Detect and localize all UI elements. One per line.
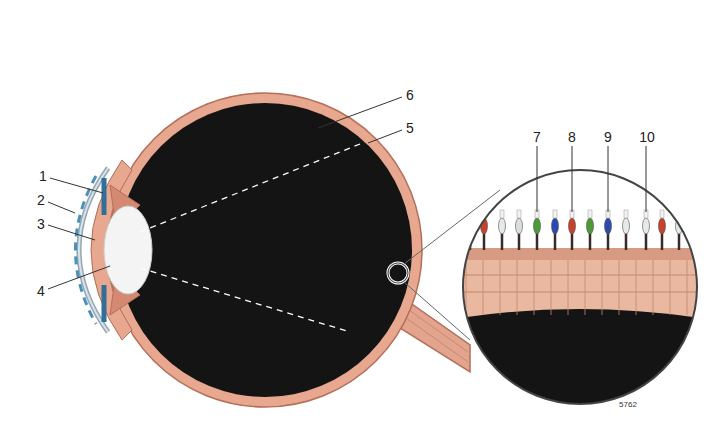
retina-layer-line bbox=[619, 260, 620, 315]
callout-number: 3 bbox=[37, 217, 45, 231]
magnified-spot bbox=[388, 263, 408, 283]
photoreceptor bbox=[569, 218, 576, 234]
magnified-spot bbox=[388, 263, 408, 283]
sclera bbox=[108, 93, 422, 407]
retina-layer-line bbox=[500, 260, 501, 315]
retina-detail bbox=[460, 165, 700, 415]
callout-number: 9 bbox=[604, 130, 612, 144]
retina-layer-line bbox=[534, 260, 535, 315]
photoreceptor bbox=[516, 218, 523, 234]
retina-layer-line bbox=[517, 260, 518, 315]
outer-segment bbox=[517, 210, 521, 218]
callout-number: 2 bbox=[37, 193, 45, 207]
callout-number: 7 bbox=[533, 130, 541, 144]
photoreceptor bbox=[467, 218, 474, 234]
outer-segment bbox=[588, 210, 592, 218]
photoreceptor bbox=[623, 218, 630, 234]
outer-segment bbox=[677, 210, 681, 218]
photoreceptor bbox=[605, 218, 612, 234]
retina-layer-line bbox=[568, 260, 569, 315]
cell-stalk bbox=[693, 228, 696, 250]
callout-number: 1 bbox=[39, 169, 47, 183]
outer-segment bbox=[500, 210, 504, 218]
photoreceptor bbox=[691, 218, 698, 234]
callout-number: 8 bbox=[568, 130, 576, 144]
outer-segment bbox=[553, 210, 557, 218]
leader-lines bbox=[48, 97, 646, 289]
vitreous-body bbox=[118, 103, 412, 397]
outer-segment bbox=[624, 210, 628, 218]
figure-number: 5762 bbox=[619, 401, 637, 409]
lens bbox=[104, 206, 152, 294]
callout-number: 4 bbox=[37, 284, 45, 298]
retina-layer-line bbox=[687, 260, 688, 315]
photoreceptor bbox=[499, 218, 506, 234]
retina-layer-line bbox=[483, 260, 484, 315]
callout-number: 10 bbox=[639, 130, 655, 144]
light-ray bbox=[140, 142, 365, 332]
retina-layer-line bbox=[653, 260, 654, 315]
outer-segment bbox=[692, 210, 696, 218]
retina-layer-line bbox=[602, 260, 603, 315]
retina-layer-line bbox=[551, 260, 552, 315]
outer-segment bbox=[468, 210, 472, 218]
retina-layer-line bbox=[585, 260, 586, 315]
photoreceptor bbox=[552, 218, 559, 234]
retina-layer-line bbox=[636, 260, 637, 315]
anterior-chamber bbox=[76, 176, 97, 324]
photoreceptor bbox=[659, 218, 666, 234]
retina-layer-line bbox=[670, 260, 671, 315]
photoreceptor bbox=[643, 218, 650, 234]
photoreceptor bbox=[534, 218, 541, 234]
outer-segment bbox=[660, 210, 664, 218]
magnifier-circle bbox=[463, 170, 697, 404]
callout-number: 5 bbox=[406, 121, 414, 135]
photoreceptor bbox=[587, 218, 594, 234]
callout-number: 6 bbox=[406, 88, 414, 102]
